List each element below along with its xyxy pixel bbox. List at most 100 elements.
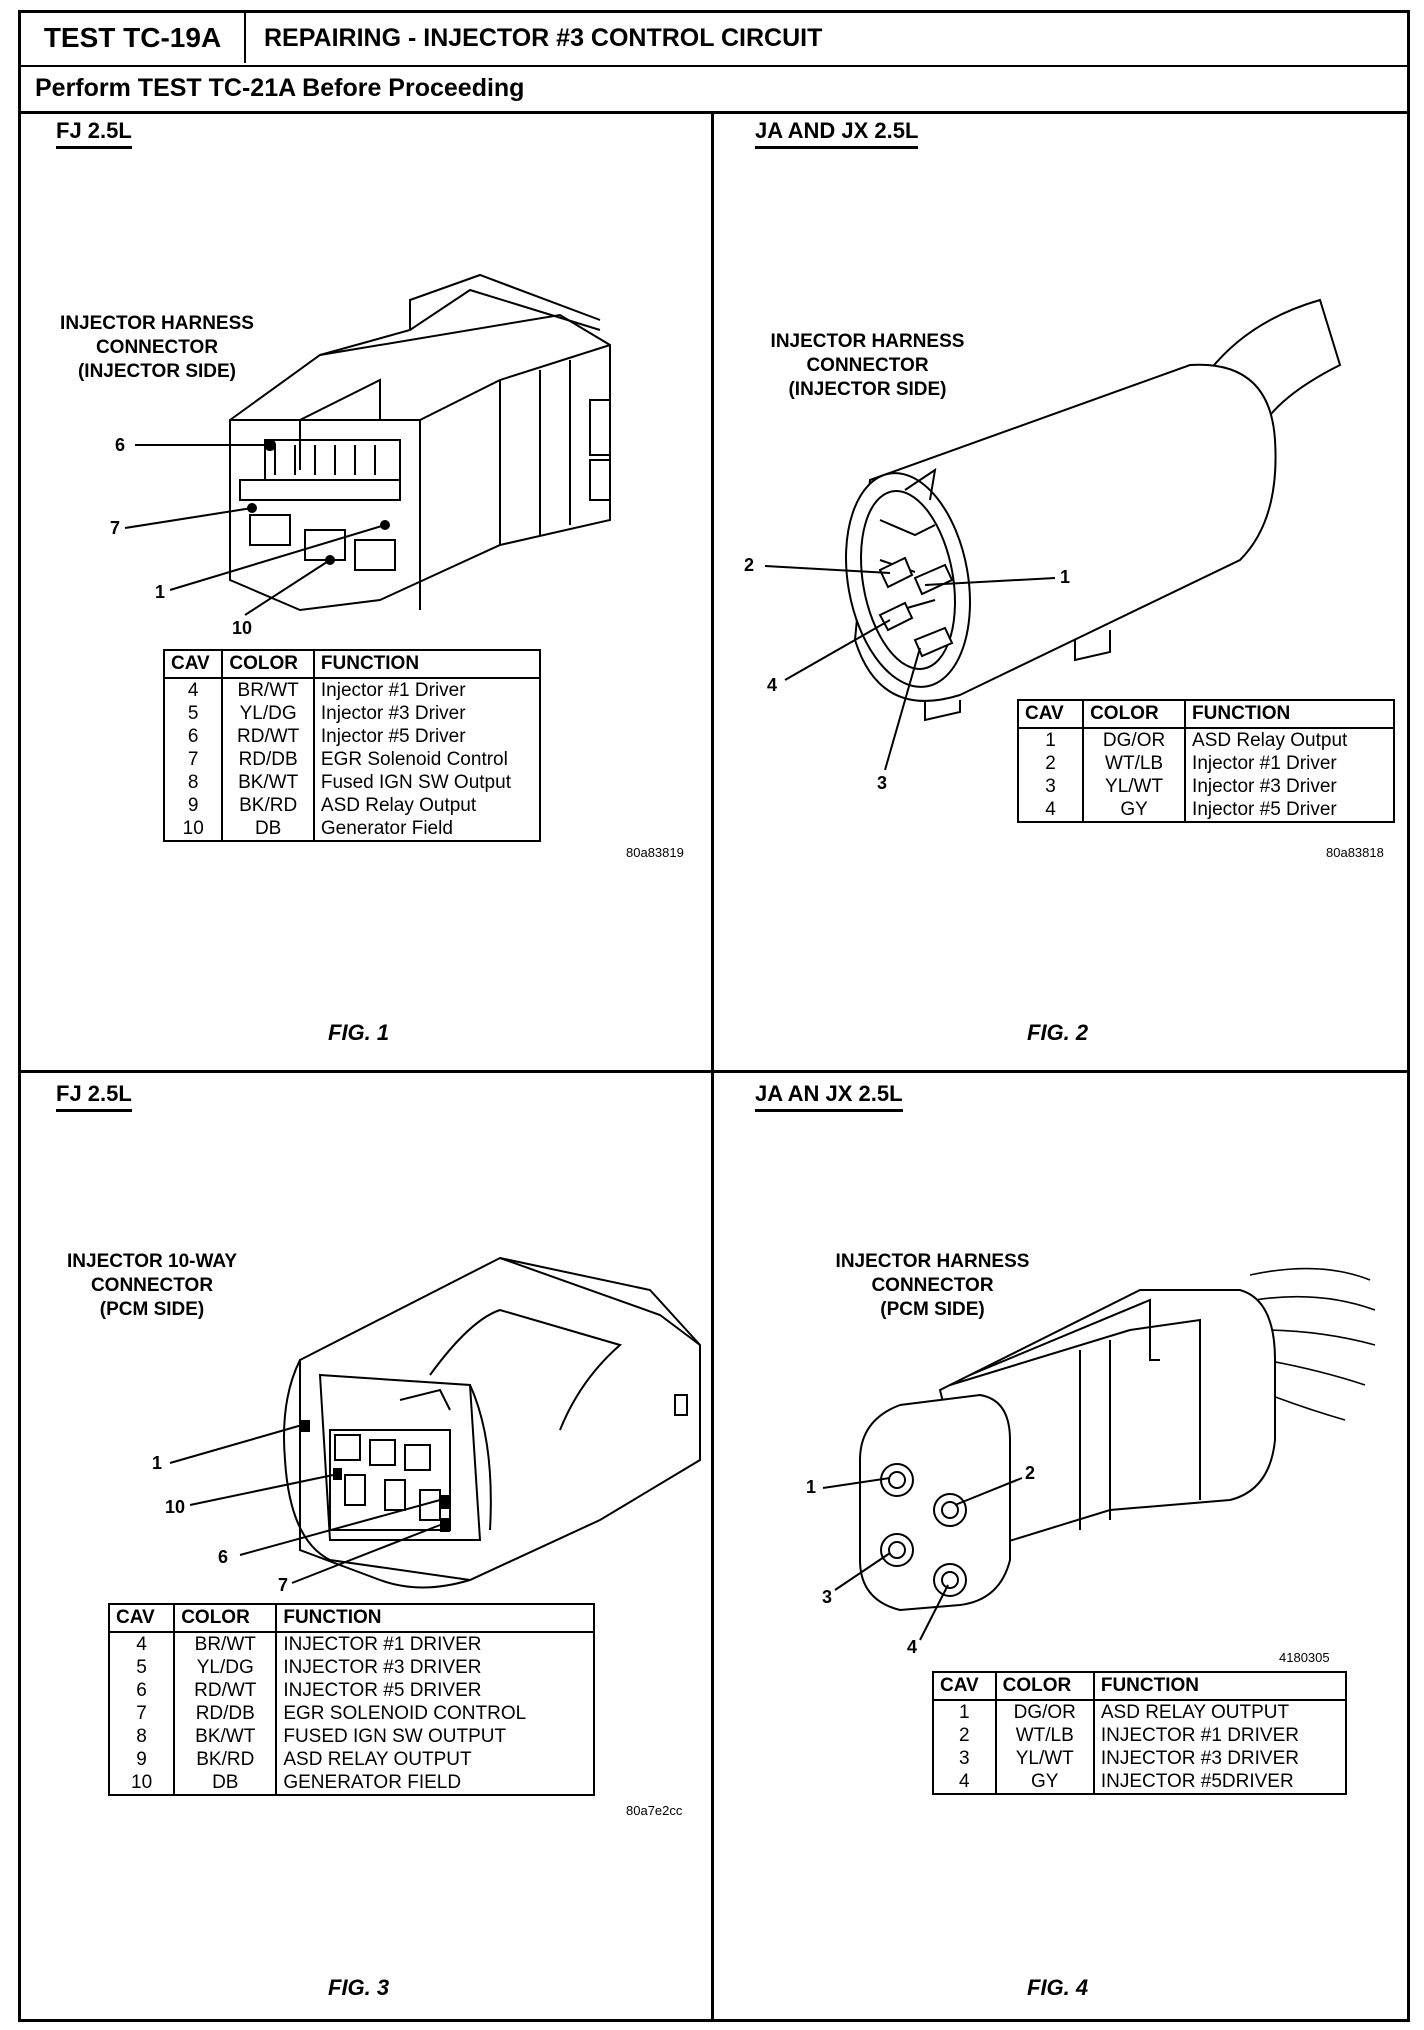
cav-cell: 8	[107, 1725, 176, 1748]
fig1-heading: FJ 2.5L	[56, 118, 132, 149]
function-cell: INJECTOR #3 DRIVER	[275, 1656, 595, 1679]
fig1-label-line: (INJECTOR SIDE)	[77, 361, 236, 382]
function-cell: Generator Field	[312, 817, 542, 842]
fig2-callout: 2	[744, 555, 755, 575]
fig3-label-line: INJECTOR 10-WAY	[67, 1251, 237, 1272]
table-header: FUNCTION	[312, 649, 542, 679]
fig4-caption: FIG. 4	[1027, 1975, 1089, 2000]
subtitle-row: Perform TEST TC-21A Before Proceeding	[21, 65, 1407, 114]
fig2-callout: 4	[767, 675, 778, 695]
table-header: COLOR	[994, 1671, 1095, 1701]
fig1-label-line: CONNECTOR	[95, 337, 219, 358]
function-cell: ASD Relay Output	[312, 794, 542, 817]
fig3-caption: FIG. 3	[328, 1975, 390, 2000]
fig1-connector-label: INJECTOR HARNESS CONNECTOR (INJECTOR SID…	[42, 312, 272, 384]
color-cell: GY	[994, 1770, 1095, 1795]
fig1-label-line: INJECTOR HARNESS	[60, 313, 254, 334]
fig1-caption: FIG. 1	[328, 1020, 390, 1045]
color-cell: YL/DG	[221, 702, 315, 725]
color-cell: RD/WT	[173, 1679, 278, 1702]
table-header: CAV	[162, 649, 224, 679]
cav-cell: 4	[107, 1632, 176, 1656]
color-cell: BK/WT	[221, 771, 315, 794]
page-title: REPAIRING - INJECTOR #3 CONTROL CIRCUIT	[264, 23, 823, 52]
function-cell: ASD RELAY OUTPUT	[275, 1748, 595, 1771]
table-header: CAV	[932, 1671, 997, 1701]
cav-cell: 4	[932, 1770, 997, 1795]
fig3-callout: 6	[218, 1547, 229, 1567]
color-cell: GY	[1082, 798, 1187, 823]
cav-cell: 6	[162, 725, 224, 748]
function-cell: INJECTOR #3 DRIVER	[1092, 1747, 1348, 1770]
function-cell: EGR SOLENOID CONTROL	[275, 1702, 595, 1725]
function-cell: EGR Solenoid Control	[312, 748, 542, 771]
function-cell: ASD RELAY OUTPUT	[1092, 1700, 1348, 1724]
function-cell: GENERATOR FIELD	[275, 1771, 595, 1796]
fig3-callout: 1	[152, 1453, 163, 1473]
color-cell: YL/WT	[994, 1747, 1095, 1770]
color-cell: DB	[221, 817, 315, 842]
table-header: FUNCTION	[1184, 699, 1395, 729]
cav-cell: 3	[1016, 775, 1085, 798]
function-cell: Injector #3 Driver	[1184, 775, 1395, 798]
fig2-heading: JA AND JX 2.5L	[755, 118, 919, 149]
fig3-heading: FJ 2.5L	[56, 1081, 132, 1112]
color-cell: BR/WT	[221, 678, 315, 702]
color-cell: DG/OR	[1082, 728, 1187, 752]
table-header: FUNCTION	[275, 1603, 595, 1633]
function-cell: INJECTOR #1 DRIVER	[275, 1632, 595, 1656]
fig4-code: 4180305	[1279, 1650, 1330, 1665]
cav-cell: 6	[107, 1679, 176, 1702]
color-cell: WT/LB	[994, 1724, 1095, 1747]
test-id: TEST TC-19A	[21, 13, 246, 63]
color-cell: DB	[173, 1771, 278, 1796]
function-cell: ASD Relay Output	[1184, 728, 1395, 752]
fig4-heading: JA AN JX 2.5L	[755, 1081, 903, 1112]
function-cell: INJECTOR #1 DRIVER	[1092, 1724, 1348, 1747]
fig2-code: 80a83818	[1326, 845, 1384, 860]
fig1-callout: 7	[110, 518, 121, 538]
function-cell: Injector #5 Driver	[1184, 798, 1395, 823]
table-header: CAV	[1016, 699, 1085, 729]
color-cell: WT/LB	[1082, 752, 1187, 775]
table-header: COLOR	[221, 649, 315, 679]
cav-cell: 9	[162, 794, 224, 817]
cav-cell: 3	[932, 1747, 997, 1770]
color-cell: YL/DG	[173, 1656, 278, 1679]
color-cell: RD/WT	[221, 725, 315, 748]
cav-cell: 10	[162, 817, 224, 842]
cav-cell: 7	[107, 1702, 176, 1725]
cav-cell: 4	[1016, 798, 1085, 823]
cav-cell: 9	[107, 1748, 176, 1771]
fig2-label-line: (INJECTOR SIDE)	[788, 379, 947, 400]
cav-cell: 1	[1016, 728, 1085, 752]
fig2-callout: 1	[1060, 567, 1071, 587]
table-header: COLOR	[1082, 699, 1187, 729]
function-cell: INJECTOR #5 DRIVER	[275, 1679, 595, 1702]
color-cell: RD/DB	[221, 748, 315, 771]
color-cell: BR/WT	[173, 1632, 278, 1656]
fig3-callout: 7	[278, 1575, 289, 1595]
function-cell: Injector #5 Driver	[312, 725, 542, 748]
cav-cell: 10	[107, 1771, 176, 1796]
fig2-caption: FIG. 2	[1027, 1020, 1089, 1045]
fig2-callout: 3	[877, 773, 888, 793]
page-subtitle: Perform TEST TC-21A Before Proceeding	[35, 73, 525, 102]
